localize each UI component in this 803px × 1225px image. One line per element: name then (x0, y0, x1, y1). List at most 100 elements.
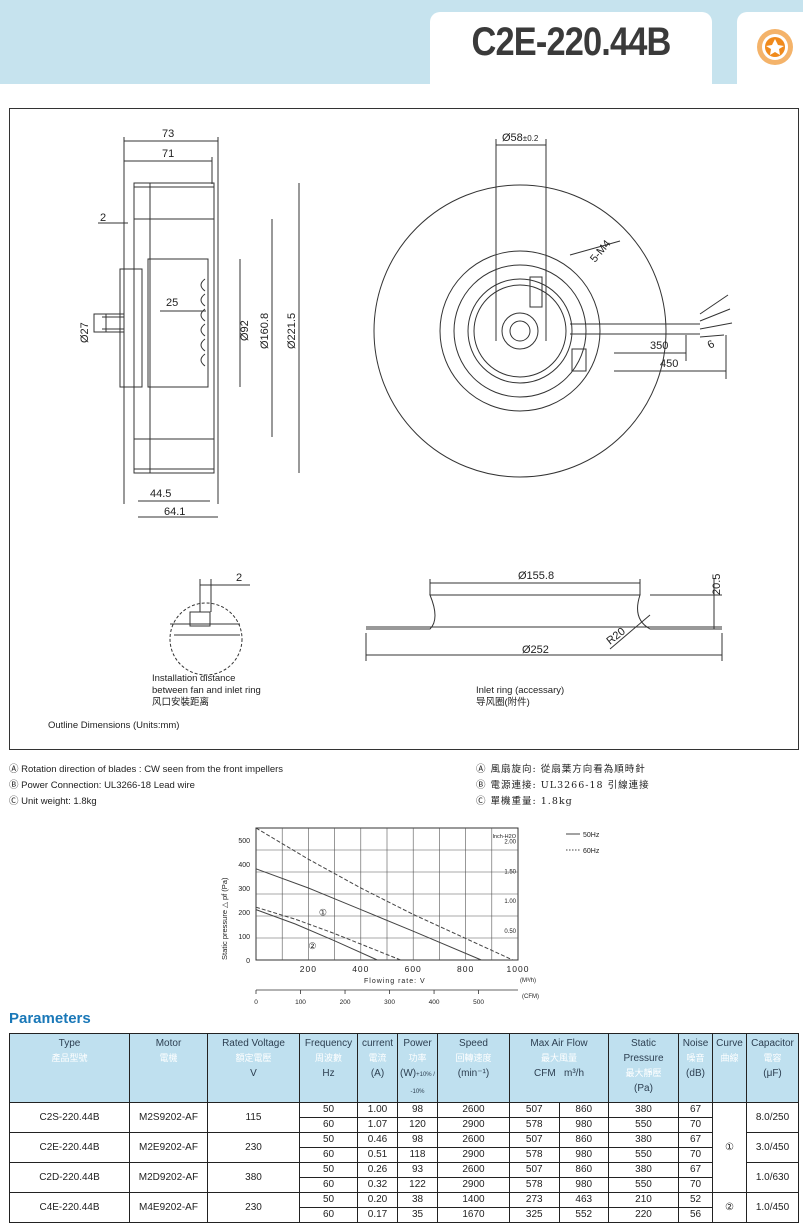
table-cell: 380 (608, 1162, 679, 1178)
install-label-3: 风口安裝距离 (152, 696, 209, 708)
table-cell: 860 (558, 1102, 609, 1118)
table-cell: 60 (299, 1147, 358, 1163)
table-cell: 50 (299, 1162, 358, 1178)
table-cell: 980 (558, 1177, 609, 1193)
cell-voltage: 115 (207, 1102, 300, 1133)
table-cell: 50 (299, 1132, 358, 1148)
x-tick-label: 800 (457, 964, 474, 974)
table-cell: 98 (397, 1132, 438, 1148)
cell-motor: M2D9202-AF (129, 1162, 208, 1193)
x-tick-label: 600 (405, 964, 422, 974)
dim-6: 6 (706, 338, 717, 351)
cell-curve-2: ② (712, 1192, 747, 1223)
dim-27: Ø27 (79, 322, 91, 343)
table-cell: 60 (299, 1117, 358, 1133)
cell-capacitor: 1.0/630 (746, 1162, 799, 1193)
cell-type: C2S-220.44B (9, 1102, 130, 1133)
table-cell: 50 (299, 1102, 358, 1118)
cell-voltage: 230 (207, 1132, 300, 1163)
parameters-title: Parameters (9, 1010, 91, 1027)
table-cell: 98 (397, 1102, 438, 1118)
x-unit-label: (M³/h) (520, 978, 536, 984)
series-line-1 (255, 868, 482, 961)
table-cell: 463 (558, 1192, 609, 1208)
series-line-2 (255, 827, 513, 961)
dim-221-5: Ø221.5 (286, 313, 298, 349)
table-cell: 325 (509, 1207, 560, 1223)
cfm-unit-label: (CFM) (522, 994, 539, 1000)
dimension-drawing-svg: 73 71 2 25 44.5 64.1 Ø27 Ø92 Ø160.8 Ø221… (48, 128, 733, 731)
cell-motor: M2S9202-AF (129, 1102, 208, 1133)
x-tick-label: 400 (352, 964, 369, 974)
x-tick-label: 1000 (507, 964, 530, 974)
table-cell: 550 (608, 1177, 679, 1193)
table-cell: 380 (608, 1102, 679, 1118)
cell-voltage: 380 (207, 1162, 300, 1193)
table-cell: 578 (509, 1117, 560, 1133)
y2-tick-label: 2.00 (504, 839, 516, 845)
cell-voltage: 230 (207, 1192, 300, 1223)
cfm-tick-label: 300 (384, 999, 395, 1006)
y-tick-label: 0 (246, 958, 250, 965)
cfm-tick-label: 400 (429, 999, 440, 1006)
y-tick-label: 200 (238, 910, 250, 917)
table-cell: 0.26 (357, 1162, 398, 1178)
table-cell: 1.00 (357, 1102, 398, 1118)
dim-350: 350 (650, 340, 668, 352)
cfm-tick-label: 100 (295, 999, 306, 1006)
logo-tab (737, 12, 803, 84)
y-tick-label: 400 (238, 862, 250, 869)
series-line-4 (255, 906, 401, 961)
dim-58: Ø58±0.2 (502, 132, 539, 144)
legend-label-50hz: 50Hz (583, 832, 600, 839)
table-cell: 2900 (437, 1177, 510, 1193)
dim-2-detail: 2 (236, 572, 242, 584)
table-cell: 2900 (437, 1117, 510, 1133)
table-cell: 1.07 (357, 1117, 398, 1133)
cell-motor: M2E9202-AF (129, 1132, 208, 1163)
dim-160-8: Ø160.8 (259, 313, 271, 349)
dim-44-5: 44.5 (150, 488, 171, 500)
cfm-tick-label: 200 (340, 999, 351, 1006)
table-cell: 507 (509, 1162, 560, 1178)
note-cn-weight: Ⓒ 單機重量: 1.8kg (476, 796, 573, 807)
table-cell: 550 (608, 1117, 679, 1133)
table-cell: 860 (558, 1162, 609, 1178)
table-cell: 860 (558, 1132, 609, 1148)
note-cn-rotation: Ⓐ 風扇旋向: 從扇葉方向看為順時針 (476, 764, 646, 775)
dim-71: 71 (162, 148, 174, 160)
dim-20-5: 20.5 (711, 574, 723, 595)
x-axis-label: Flowing rate: V (364, 978, 426, 985)
table-cell: 380 (608, 1132, 679, 1148)
dim-450: 450 (660, 358, 678, 370)
table-cell: 210 (608, 1192, 679, 1208)
table-cell: 50 (299, 1192, 358, 1208)
y2-tick-label: 0.50 (504, 929, 516, 935)
note-en-weight: Ⓒ Unit weight: 1.8kg (9, 796, 97, 807)
table-cell: 2600 (437, 1102, 510, 1118)
y-axis-label: Static pressure △ pf (Pa) (220, 877, 229, 960)
table-cell: 0.46 (357, 1132, 398, 1148)
cell-capacitor: 8.0/250 (746, 1102, 799, 1133)
table-cell: 552 (558, 1207, 609, 1223)
curve-2-marker: ② (308, 941, 316, 951)
y2-tick-label: 1.50 (504, 869, 516, 875)
y2-tick-label: 1.00 (504, 899, 516, 905)
model-title: C2E-220.44B (471, 20, 672, 64)
inlet-label-2: 导风圈(附件) (476, 696, 530, 708)
dim-64-1: 64.1 (164, 506, 185, 518)
cell-capacitor: 1.0/450 (746, 1192, 799, 1223)
table-cell: 60 (299, 1177, 358, 1193)
table-cell: 578 (509, 1147, 560, 1163)
table-cell: 35 (397, 1207, 438, 1223)
brand-logo-icon (757, 29, 793, 65)
